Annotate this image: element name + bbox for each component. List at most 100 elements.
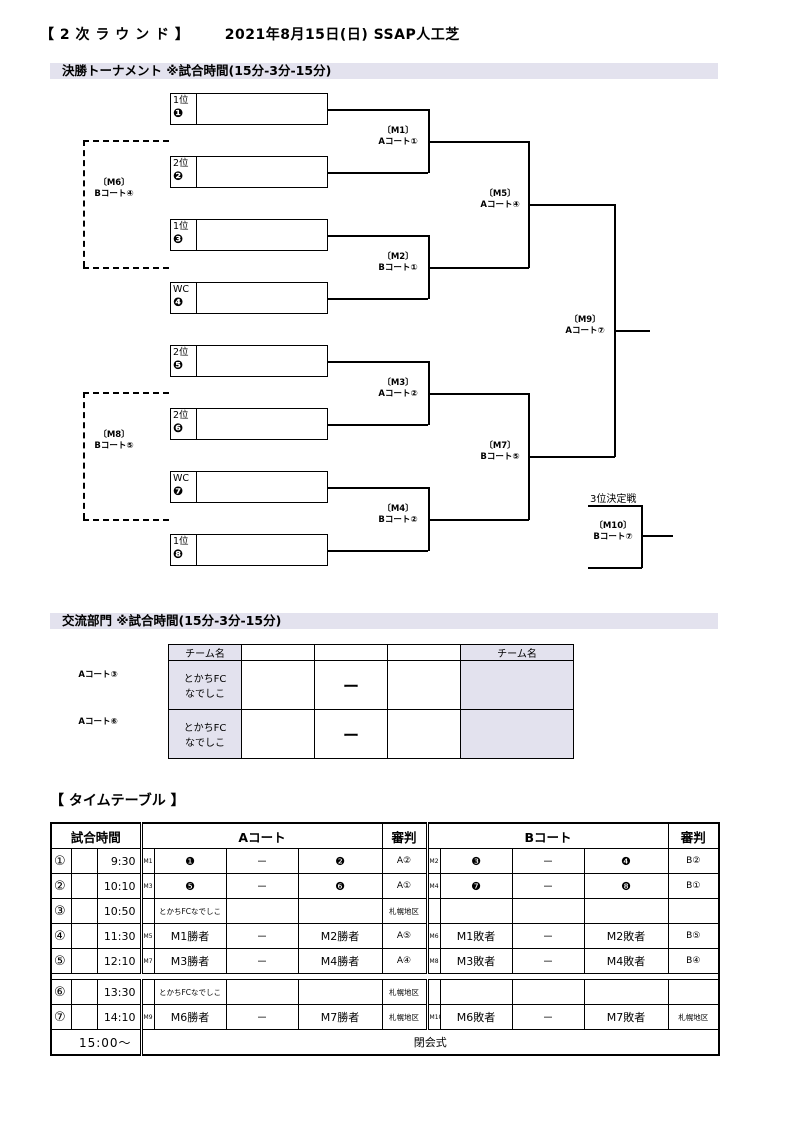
exchange-team-cell xyxy=(460,709,574,759)
seed-number: ❼ xyxy=(173,484,184,498)
b-match-no xyxy=(425,979,441,1005)
exchange-header-team: チーム名 xyxy=(460,644,574,661)
a-team-2: ❷ xyxy=(297,848,383,874)
seed-number: ❶ xyxy=(173,106,184,120)
b-dash: － xyxy=(511,873,585,899)
a-dash xyxy=(225,979,299,1005)
b-team-1: M6敗者 xyxy=(439,1004,513,1030)
bracket-line xyxy=(328,424,428,426)
a-dash: － xyxy=(225,923,299,949)
match-id: 〔M10〕 xyxy=(594,521,632,531)
b-team-2: ❽ xyxy=(583,873,669,899)
dashed-line xyxy=(83,267,169,269)
a-match-no: M3 xyxy=(139,873,155,899)
match-label-m9: 〔M9〕Aコート⑦ xyxy=(557,315,613,337)
slot-spacer xyxy=(70,848,98,874)
slot-number: ⑤ xyxy=(50,948,72,974)
slot-number: ⑥ xyxy=(50,979,72,1005)
bracket-line xyxy=(528,204,615,206)
b-team-1: ❼ xyxy=(439,873,513,899)
a-dash: － xyxy=(225,1004,299,1030)
a-team-1: とかちFCなでしこ xyxy=(153,898,227,924)
bracket-line xyxy=(614,330,650,332)
bracket-line xyxy=(428,519,529,521)
slot-spacer xyxy=(70,948,98,974)
seed-rank: 1位 xyxy=(173,536,189,547)
a-team-2 xyxy=(297,979,383,1005)
a-match-no: M1 xyxy=(139,848,155,874)
bracket-line xyxy=(328,487,428,489)
match-id: 〔M8〕 xyxy=(98,430,130,440)
bracket-line xyxy=(328,172,428,174)
match-id: 〔M1〕 xyxy=(382,126,414,136)
seed-number: ❽ xyxy=(173,547,184,561)
match-court: Aコート② xyxy=(378,389,418,399)
bracket-line xyxy=(328,235,428,237)
b-team-1: M1敗者 xyxy=(439,923,513,949)
exchange-header-blank xyxy=(241,644,315,661)
match-court: Aコート④ xyxy=(480,200,520,210)
a-team-2: M2勝者 xyxy=(297,923,383,949)
a-team-1: とかちFCなでしこ xyxy=(153,979,227,1005)
match-court: Aコート① xyxy=(378,137,418,147)
team-name: なでしこ xyxy=(185,738,225,749)
team-name: なでしこ xyxy=(185,689,225,700)
b-team-2 xyxy=(583,898,669,924)
slot-time: 9:30 xyxy=(96,848,142,874)
b-match-no: M8 xyxy=(425,948,441,974)
slot-time: 13:30 xyxy=(96,979,142,1005)
round-label: 【 2 次 ラ ウ ン ド 】 xyxy=(40,27,190,43)
header-a-court: Aコート xyxy=(139,822,383,849)
b-team-2 xyxy=(583,979,669,1005)
score-cell xyxy=(241,660,315,710)
header-ref-b: 審判 xyxy=(667,822,720,849)
b-dash xyxy=(511,898,585,924)
match-label-m6: 〔M6〕Bコート④ xyxy=(86,178,142,200)
seed-rank: 1位 xyxy=(173,95,189,106)
slot-number: ② xyxy=(50,873,72,899)
seed-rank: 2位 xyxy=(173,347,189,358)
b-team-2: M2敗者 xyxy=(583,923,669,949)
page-title: 【 2 次 ラ ウ ン ド 】 2021年8月15日(日) SSAP人工芝 xyxy=(40,24,460,44)
b-match-no: M10 xyxy=(425,1004,441,1030)
match-id: 〔M9〕 xyxy=(569,315,601,325)
timetable-heading: 【 タイムテーブル 】 xyxy=(50,793,185,809)
seed-number: ❸ xyxy=(173,232,184,246)
date-venue: 2021年8月15日(日) SSAP人工芝 xyxy=(224,27,460,43)
slot-time: 12:10 xyxy=(96,948,142,974)
slot-time: 10:50 xyxy=(96,898,142,924)
header-time: 試合時間 xyxy=(50,822,142,849)
b-match-no xyxy=(425,898,441,924)
a-team-1: ❺ xyxy=(153,873,227,899)
match-court: Bコート① xyxy=(378,263,418,273)
a-team-1: M3勝者 xyxy=(153,948,227,974)
b-team-1: ❸ xyxy=(439,848,513,874)
bracket-line xyxy=(428,393,529,395)
bracket-line xyxy=(428,141,529,143)
slot-number: ③ xyxy=(50,898,72,924)
a-team-2: M4勝者 xyxy=(297,948,383,974)
match-label-m10: 〔M10〕Bコート⑦ xyxy=(585,521,641,543)
match-id: 〔M2〕 xyxy=(382,252,414,262)
score-dash: ー xyxy=(314,660,388,710)
b-team-1: M3敗者 xyxy=(439,948,513,974)
b-dash: － xyxy=(511,848,585,874)
slot-time: 14:10 xyxy=(96,1004,142,1030)
bracket-line xyxy=(328,298,428,300)
b-referee: 札幌地区 xyxy=(667,1004,720,1030)
closing-ceremony: 閉会式 xyxy=(139,1029,720,1056)
seed-rank: WC xyxy=(173,473,190,484)
